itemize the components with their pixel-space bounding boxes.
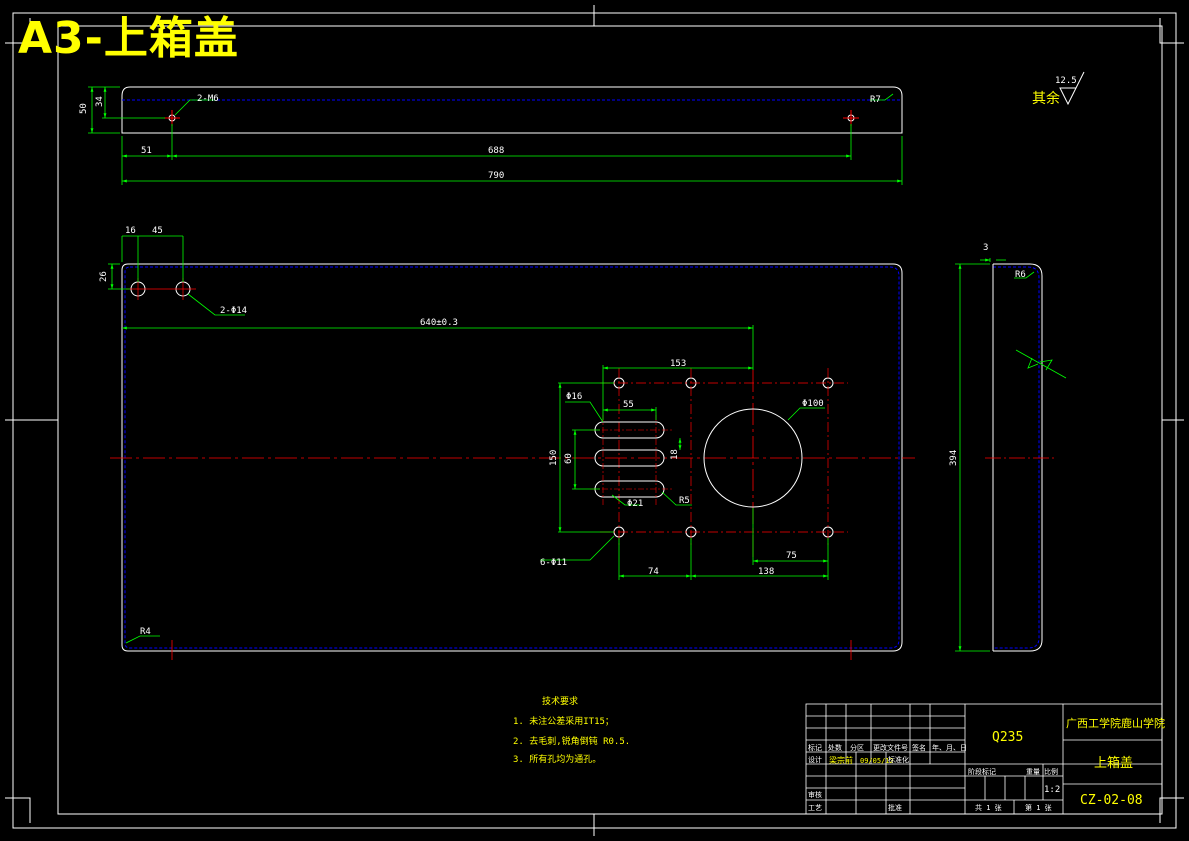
side-dim-thickness: 3 [983, 243, 988, 253]
six-hole-pattern [600, 368, 848, 545]
plan-dim-d100: Φ100 [802, 399, 824, 409]
top-dim-span: 688 [488, 146, 504, 156]
sheet-border [5, 5, 1184, 836]
tb-label-change: 更改文件号 [873, 743, 908, 752]
corner-holes [126, 278, 196, 300]
tb-label-review: 审核 [808, 790, 822, 799]
roughness-symbol: 12.5 其余 [1032, 71, 1085, 107]
plan-holes-2-label: 2-Φ14 [220, 306, 247, 316]
top-view-hole-right [843, 110, 859, 126]
top-radius-label: R7 [870, 95, 881, 105]
top-view-hole-left [164, 110, 180, 126]
top-dim-hole-y: 34 [95, 96, 105, 107]
large-bore [703, 408, 803, 508]
plan-dim-60: 60 [564, 453, 574, 464]
plan-dim-edge-y: 26 [99, 271, 109, 282]
plan-dim-18: 18 [670, 449, 680, 460]
tech-requirements: 技术要求 1. 未注公差采用IT15； 2. 去毛刺,锐角倒钝 R0.5. 3.… [513, 695, 630, 765]
side-dim-height: 394 [949, 450, 959, 466]
plan-dim-d16: Φ16 [566, 392, 582, 402]
plan-dim-75: 75 [786, 551, 797, 561]
plan-view-hidden-outline [124, 266, 900, 649]
plan-view-outline [121, 263, 903, 652]
plan-dim-r4: R4 [140, 627, 151, 637]
title-block: 标记 处数 分区 更改文件号 签名 年、月、日 设计 梁宗前 09/05/12 … [805, 703, 1165, 815]
tb-scale: 1:2 [1044, 785, 1060, 795]
roughness-label: 其余 [1032, 90, 1060, 107]
side-dim-radius: R6 [1015, 270, 1026, 280]
tb-label-ymd: 年、月、日 [932, 743, 967, 752]
plan-dimensions [108, 235, 829, 644]
side-view: 3 R6 394 [949, 243, 1067, 652]
sheet-title: A3-上箱盖 [18, 13, 239, 64]
tb-label-approve: 批准 [888, 803, 902, 812]
plan-dim-153: 153 [670, 359, 686, 369]
plan-dim-pitch: 45 [152, 226, 163, 236]
top-view: 2-M6 R7 50 34 51 688 790 [79, 86, 903, 185]
tech-item-3: 3. 所有孔均为通孔。 [513, 753, 601, 765]
top-dim-total: 790 [488, 171, 504, 181]
tech-title: 技术要求 [542, 695, 578, 707]
tb-label-ratio: 比例 [1044, 767, 1058, 776]
plan-dim-150: 150 [549, 450, 559, 466]
top-dim-left: 51 [141, 146, 152, 156]
tb-label-count: 处数 [828, 743, 842, 752]
plan-dim-74: 74 [648, 567, 659, 577]
tech-item-2: 2. 去毛刺,锐角倒钝 R0.5. [513, 735, 630, 747]
slots [590, 415, 672, 505]
side-view-inner [993, 266, 1040, 649]
tb-label-stage: 阶段标记 [968, 767, 996, 776]
plan-dim-d21: Φ21 [627, 499, 643, 509]
plan-dim-r5: R5 [679, 496, 690, 506]
plan-view: 16 45 26 2-Φ14 640±0.3 153 Φ16 55 Φ100 1… [99, 226, 915, 660]
tb-label-weight: 重量 [1026, 768, 1040, 776]
tb-label-std: 标准化 [888, 755, 909, 764]
tb-label-mark: 标记 [808, 743, 822, 752]
tb-label-design: 设计 [808, 755, 822, 764]
roughness-value: 12.5 [1055, 76, 1077, 86]
plan-dim-position: 640±0.3 [420, 318, 458, 328]
top-dim-height: 50 [79, 103, 89, 114]
tb-drawing-no: CZ-02-08 [1080, 793, 1143, 808]
plan-dim-55: 55 [623, 400, 634, 410]
side-weld-symbol [1015, 349, 1067, 379]
tb-school: 广西工学院鹿山学院 [1066, 716, 1165, 730]
plan-holes-6-label: 6-Φ11 [540, 558, 567, 568]
tb-part-name: 上箱盖 [1094, 755, 1133, 771]
tb-sheet-no: 第 1 张 [1025, 803, 1052, 812]
top-hole-label: 2-M6 [197, 94, 219, 104]
plan-dim-edge-x: 16 [125, 226, 136, 236]
tb-date: 09/05/12 [860, 757, 894, 765]
tb-sheets-total: 共 1 张 [975, 803, 1002, 812]
tb-label-zone: 分区 [850, 743, 864, 752]
tech-item-1: 1. 未注公差采用IT15； [513, 715, 614, 727]
top-view-outline [121, 86, 903, 134]
tb-label-sign: 签名 [912, 743, 926, 752]
tb-designer: 梁宗前 [829, 755, 853, 765]
tb-label-process: 工艺 [808, 804, 822, 812]
plan-dim-138: 138 [758, 567, 774, 577]
side-view-outline [993, 263, 1043, 652]
tb-material: Q235 [992, 730, 1023, 745]
